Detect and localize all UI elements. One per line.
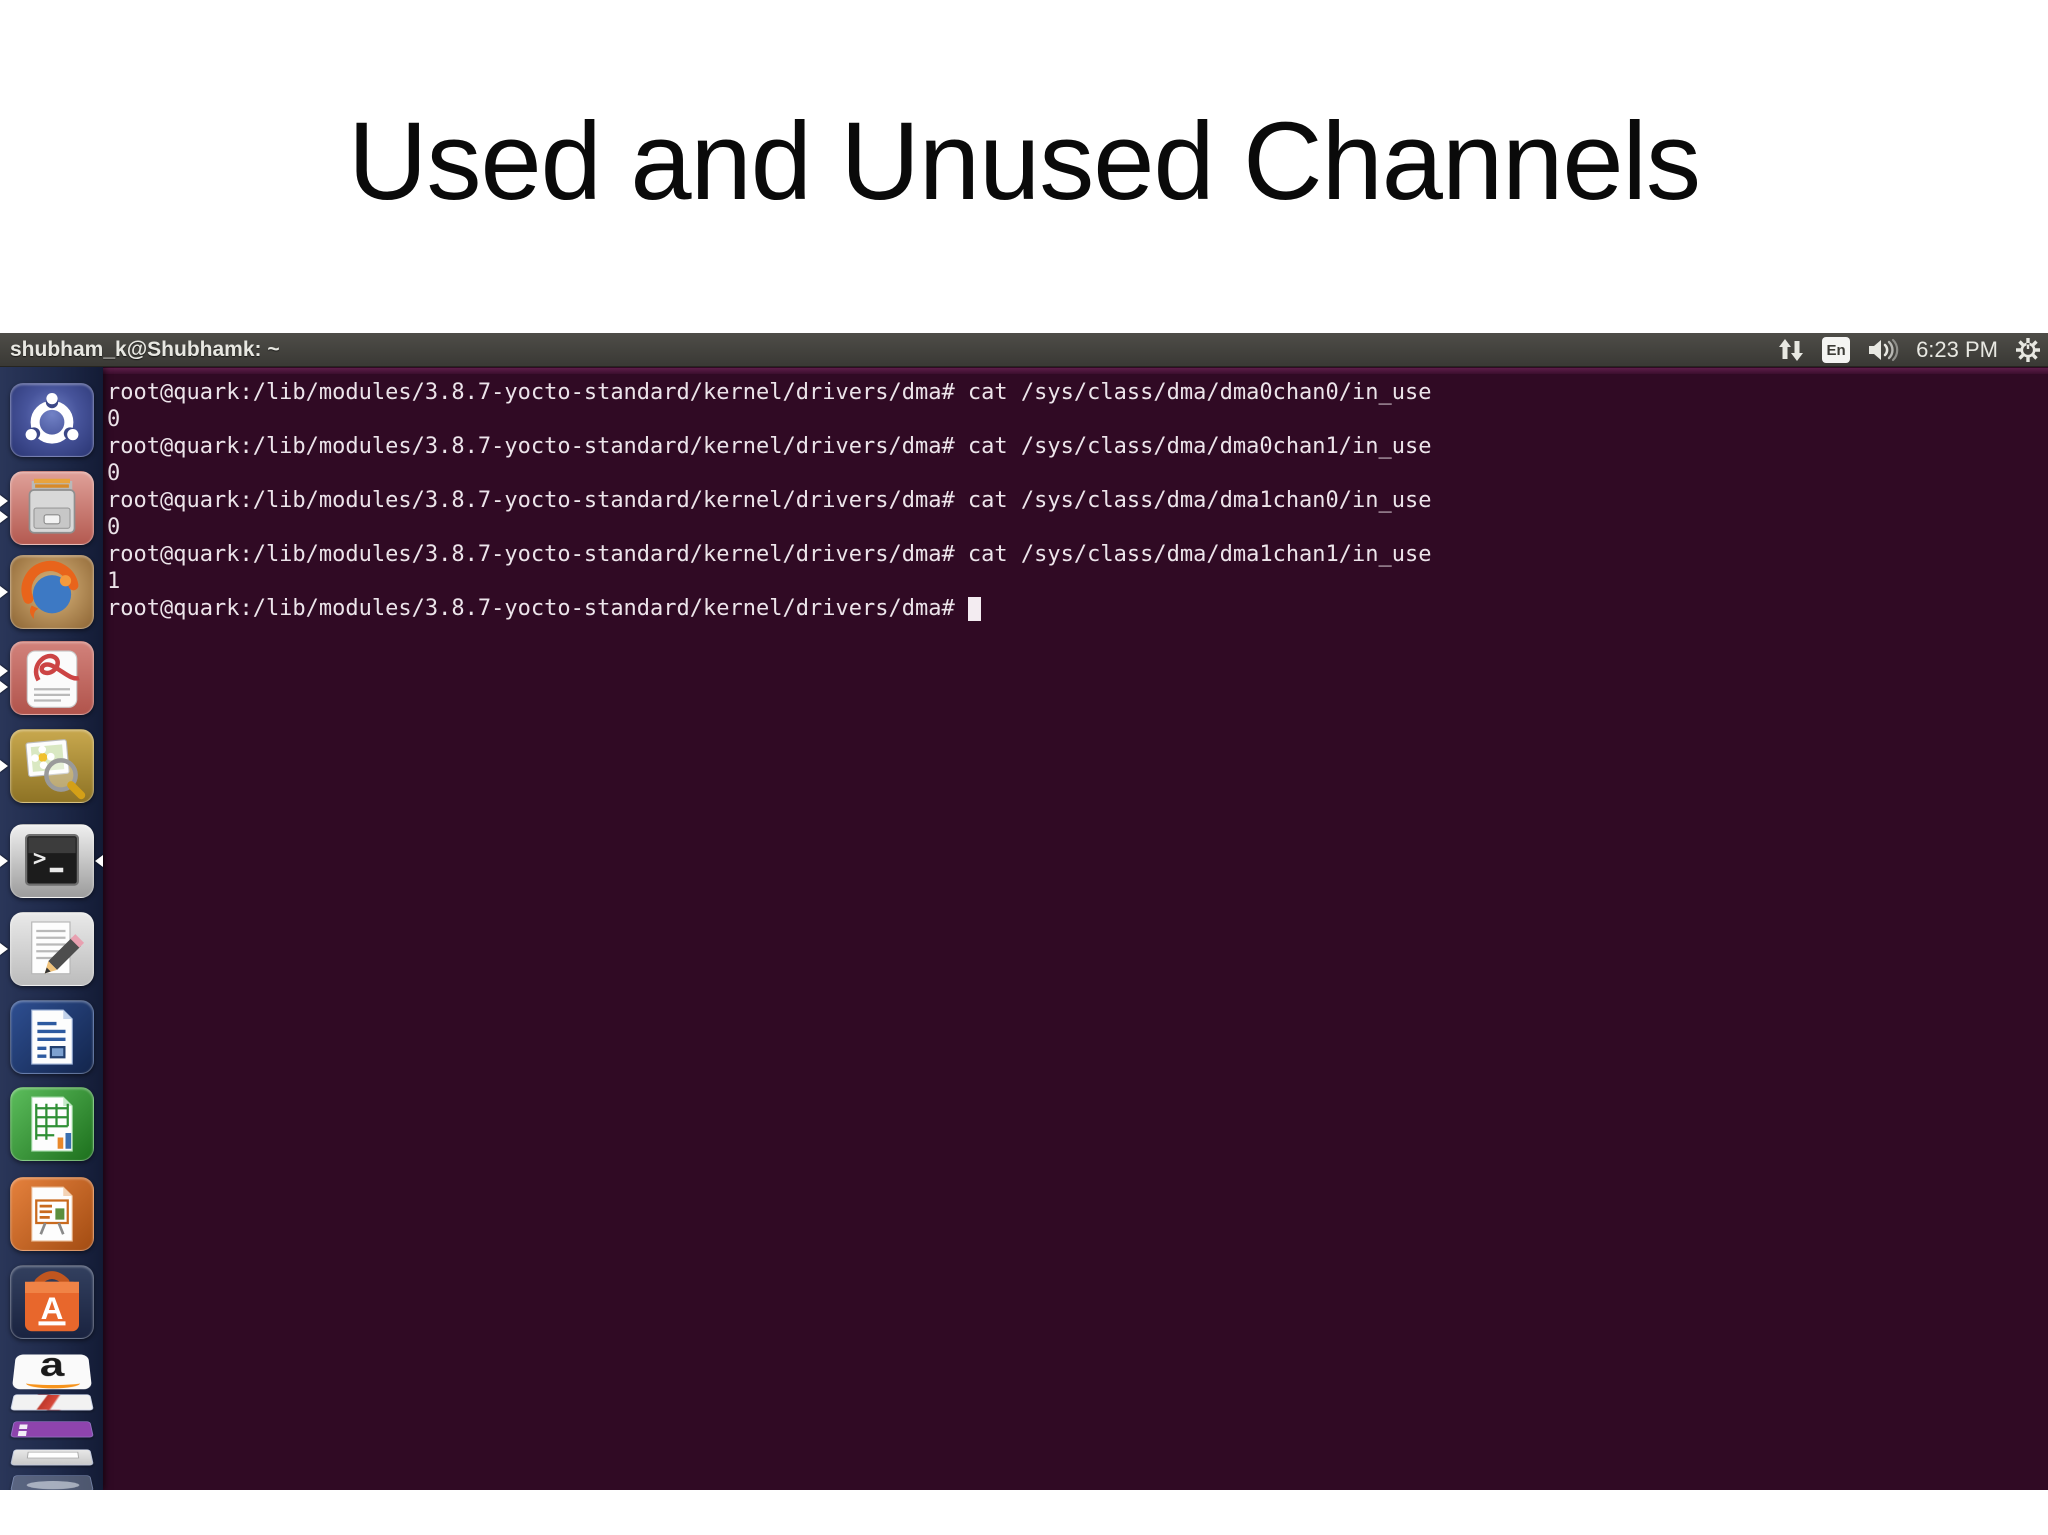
terminal-line: 0: [107, 407, 121, 432]
launcher-item-image-viewer[interactable]: [0, 729, 103, 803]
menubar: shubham_k@Shubhamk: ~ En: [0, 333, 2048, 367]
launcher-item-software-center[interactable]: A: [0, 1265, 103, 1339]
running-indicator: [0, 586, 8, 598]
svg-text:>: >: [33, 846, 47, 872]
folded-workspace-switcher-icon: [10, 1421, 94, 1438]
indicator-tray: En 6:23 PM: [1776, 333, 2042, 367]
desktop-screenshot: shubham_k@Shubhamk: ~ En: [0, 333, 2048, 1490]
libreoffice-impress-icon: [10, 1177, 94, 1251]
slide-title: Used and Unused Channels: [348, 100, 1701, 223]
terminal-line: root@quark:/lib/modules/3.8.7-yocto-stan…: [107, 542, 1432, 567]
terminal-line: 1: [107, 569, 121, 594]
launcher-item-terminal[interactable]: >: [0, 824, 103, 898]
network-arrows-icon[interactable]: [1776, 337, 1806, 363]
keyboard-layout-indicator[interactable]: En: [1822, 337, 1851, 363]
terminal-line: 0: [107, 515, 121, 540]
firefox-icon: [10, 555, 94, 629]
running-indicator: [0, 495, 8, 507]
clock[interactable]: 6:23 PM: [1916, 337, 1998, 362]
launcher-item-calc[interactable]: [0, 1087, 103, 1161]
software-center-bag-icon: A: [10, 1265, 94, 1339]
terminal-icon: >: [10, 824, 94, 898]
session-gear-icon[interactable]: [2014, 336, 2042, 364]
terminal-line: root@quark:/lib/modules/3.8.7-yocto-stan…: [107, 488, 1432, 513]
red-ribbon-document-icon: [10, 641, 94, 715]
terminal-output[interactable]: root@quark:/lib/modules/3.8.7-yocto-stan…: [0, 374, 2048, 1490]
file-cabinet-icon: [10, 471, 94, 545]
launcher-item-firefox[interactable]: [0, 555, 103, 629]
launcher-item-files[interactable]: [0, 471, 103, 545]
amazon-smile-arrow: [25, 1378, 81, 1389]
launcher-item-amazon[interactable]: a: [0, 1349, 103, 1395]
launcher-item-writer[interactable]: [0, 1000, 103, 1074]
libreoffice-writer-icon: [10, 1000, 94, 1074]
text-editor-icon: [10, 912, 94, 986]
launcher-item-text-editor[interactable]: [0, 912, 103, 986]
running-indicator: [0, 681, 8, 693]
window-title: shubham_k@Shubhamk: ~: [10, 337, 280, 361]
launcher-item-dash[interactable]: [0, 383, 103, 457]
terminal-line: root@quark:/lib/modules/3.8.7-yocto-stan…: [107, 434, 1432, 459]
terminal-line: root@quark:/lib/modules/3.8.7-yocto-stan…: [107, 595, 2038, 622]
folded-red-pen-icon: [10, 1394, 94, 1411]
focused-indicator: [95, 855, 103, 867]
terminal-line: 0: [107, 461, 121, 486]
terminal-top-edge: [0, 368, 2048, 374]
terminal-line: root@quark:/lib/modules/3.8.7-yocto-stan…: [107, 380, 1432, 405]
launcher-item-impress[interactable]: [0, 1177, 103, 1251]
libreoffice-calc-icon: [10, 1087, 94, 1161]
amazon-icon: a: [11, 1354, 93, 1390]
volume-icon[interactable]: [1866, 337, 1900, 363]
running-indicator: [0, 855, 8, 867]
running-indicator: [0, 943, 8, 955]
folded-printer-icon: [10, 1449, 94, 1466]
image-viewer-icon: [10, 729, 94, 803]
terminal-cursor: [967, 597, 981, 621]
folded-trash-icon: [10, 1475, 94, 1490]
launcher-item-red-ribbon-doc[interactable]: [0, 641, 103, 715]
running-indicator: [0, 665, 8, 677]
launcher: >: [0, 367, 103, 1490]
running-indicator: [0, 760, 8, 772]
running-indicator: [0, 511, 8, 523]
ubuntu-dash-icon: [10, 383, 94, 457]
svg-text:A: A: [41, 1290, 64, 1326]
